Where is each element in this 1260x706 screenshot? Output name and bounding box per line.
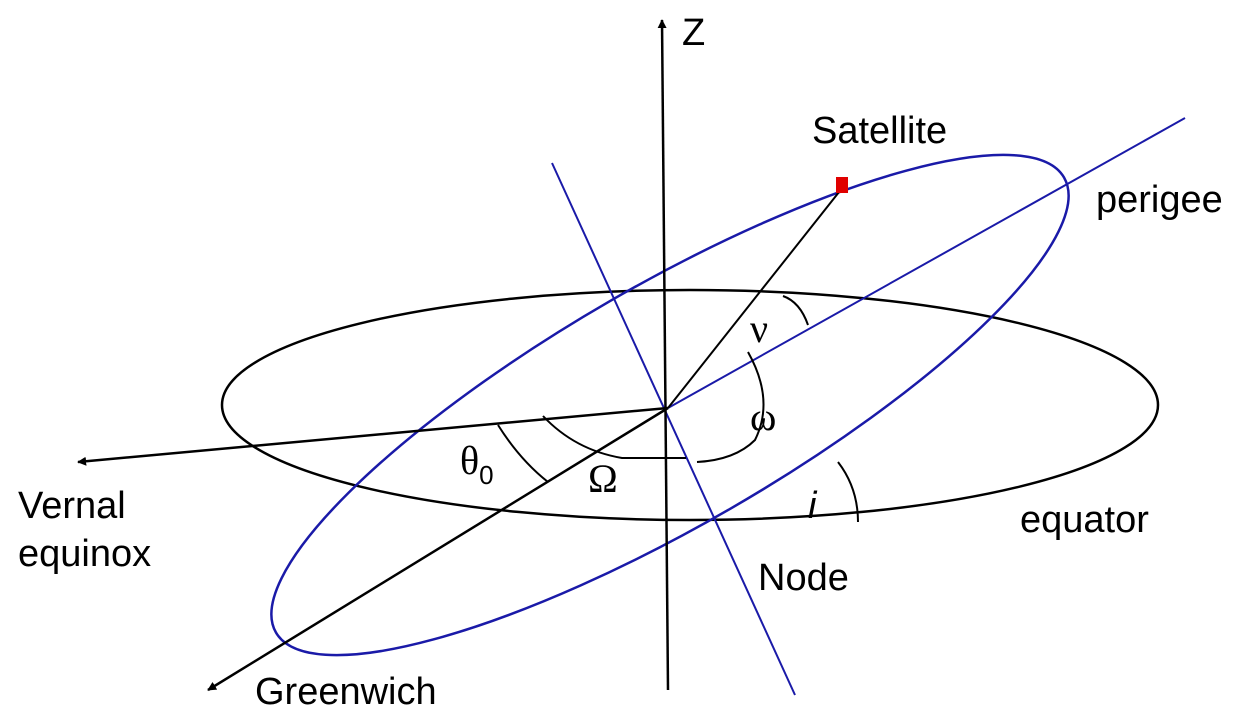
satellite-radius xyxy=(667,186,844,409)
z-axis xyxy=(657,19,670,691)
omega-small-label: ω xyxy=(750,394,776,439)
node-angle-arc xyxy=(542,415,686,459)
nu-arc xyxy=(782,295,809,326)
vernal-equinox-axis xyxy=(77,406,669,466)
orbit-ellipse xyxy=(270,153,1070,657)
line-of-nodes xyxy=(551,162,796,696)
equator-label: equator xyxy=(1020,499,1149,541)
theta-label: θ0 xyxy=(460,438,494,490)
greenwich-label: Greenwich xyxy=(255,671,437,706)
omega-arc xyxy=(696,351,765,463)
perigee-label: perigee xyxy=(1096,179,1223,221)
theta-symbol: θ xyxy=(460,438,479,483)
theta-subscript: 0 xyxy=(479,460,493,490)
greenwich-axis xyxy=(207,406,669,692)
vernal-label: Vernal xyxy=(18,485,126,527)
omega-cap-label: Ω xyxy=(588,456,618,501)
nu-label: ν xyxy=(750,306,768,351)
z-axis-label: Z xyxy=(682,12,705,54)
equinox-label: equinox xyxy=(18,533,151,575)
satellite-marker xyxy=(836,177,848,193)
apsides-line xyxy=(667,117,1186,409)
inclination-arc xyxy=(837,461,859,523)
inclination-label: i xyxy=(808,485,818,527)
satellite-label: Satellite xyxy=(812,110,947,152)
theta-arc xyxy=(497,424,549,483)
node-label: Node xyxy=(758,557,849,599)
equator-ellipse xyxy=(220,288,1160,522)
